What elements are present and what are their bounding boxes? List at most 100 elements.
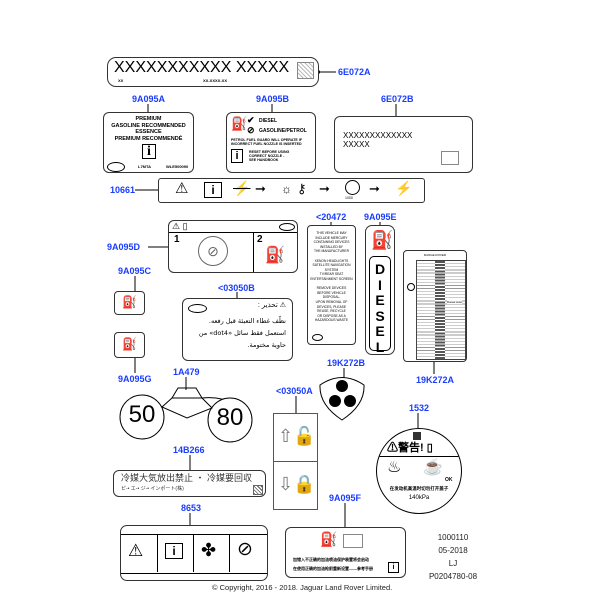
callout-6E072B[interactable]: 6E072B [381, 94, 414, 104]
text-line: TV/REAR SEAT [319, 272, 344, 277]
label-9A095D: ⚠ ▯ 1 ⊘ 2 ⛽ [168, 220, 298, 273]
callout-9A095F[interactable]: 9A095F [329, 493, 362, 503]
text-line: GASOLINE RECOMMENDED [111, 122, 186, 129]
callout-1532[interactable]: 1532 [409, 403, 430, 413]
text-line: OR DISPOSE AS A [317, 313, 346, 318]
callout-9A095B[interactable]: 9A095B [256, 94, 290, 104]
callout-1A479[interactable]: 1A479 [173, 367, 200, 377]
text-line: THE MANUFACTURER [314, 249, 349, 254]
handbook-icon: i [388, 562, 399, 573]
small-text: XX-XXXX-XX [203, 78, 228, 83]
prohibited-icon: ⊘ [247, 125, 255, 135]
petrol-text: GASOLINE/PETROL [259, 128, 307, 134]
warning-heading: ⚠ تحذير : [258, 301, 286, 310]
text-line: XENON HEADLIGHTS [314, 258, 349, 263]
no-battery-icon: ⚡ [233, 180, 251, 196]
fuel-pump-icon: ⛽ [265, 247, 285, 264]
callout-14B266[interactable]: 14B266 [173, 445, 205, 455]
text-line: PETROL FUEL GUARD WILL OPERATE IF [231, 138, 303, 142]
prohibited-icon: ⊘ [237, 539, 253, 560]
callout-9A095D[interactable]: 9A095D [107, 242, 141, 252]
ref-date: 05-2018 [438, 546, 468, 555]
warning-icon: ⚠ [175, 180, 189, 197]
label-9A095C: ⛽ [114, 291, 145, 315]
arrow-icon: ➞ [319, 181, 330, 196]
label-1532: ⚠警告! ▯ ♨ ☕ OK 在发动机高温时切勿打开盖子 140kPa [376, 428, 462, 514]
arrow-icon: ➞ [369, 181, 380, 196]
label-code-text: XXXXXXXXXXX XXXXX [114, 59, 290, 76]
dot [336, 380, 348, 392]
text-line: 冷媒大気放出禁止 ・ 冷媒要回収 [121, 473, 253, 483]
text-line: INCORRECT FUEL NOZZLE IS INSERTED [231, 142, 302, 146]
text-line: XXXXXXXXXXXXX [343, 131, 413, 140]
text-line: SEE HANDBOOK [249, 158, 279, 162]
callout-9A095E[interactable]: 9A095E [364, 212, 397, 222]
text-line: CORRECT NOZZLE - [249, 154, 285, 158]
hatched-box-icon [413, 432, 421, 440]
handbook-icon: i [231, 149, 243, 163]
label-9A095F: ⛽ 加错入不正确的加油喷油保护装置将会启动在使用正确的加油枪前重新设置——参考手… [285, 527, 406, 578]
text-line: 在使用正确的加油枪前重新设置——参考手册 [293, 566, 373, 571]
text-line: PREMIUM RECOMMENDÉ [114, 135, 183, 142]
text-line: حاوية مختومة. [247, 341, 286, 349]
text-line: HAZARDOUS WASTE [314, 318, 349, 323]
text-line: SYSTEM [324, 267, 339, 272]
text-line: RESET BEFORE USING [249, 150, 290, 154]
step-number: 2 [257, 234, 263, 245]
dot [329, 395, 341, 407]
ref-number: 1000110 [437, 533, 469, 542]
warning-icon: ⚠ [277, 302, 286, 309]
speed-limit-80: 80 [216, 404, 244, 431]
label-03050B: ⚠ تحذير : نظّف غطاء التعبئة قبل رفعه. است… [182, 298, 293, 361]
diesel-text: DIESEL [259, 118, 278, 124]
callout-03050B[interactable]: <03050B [218, 283, 255, 293]
copyright: © Copyright, 2016 - 2018. Jaguar Land Ro… [212, 583, 393, 592]
callout-20472[interactable]: <20472 [316, 212, 347, 222]
text-line: XXXXX [343, 140, 370, 149]
hot-coolant-icon: ♨ [387, 459, 402, 476]
text-line: ENTERTAINMENT SCREEN [310, 276, 353, 281]
handbook-icon: ▯ [423, 442, 433, 454]
callout-03050A[interactable]: <03050A [276, 386, 313, 396]
diesel-pump-icon: ⛽ [371, 230, 394, 250]
warning-text: 警告! [398, 442, 424, 454]
callout-19K272A[interactable]: 19K272A [416, 375, 455, 385]
lock-icon: ⇩🔒 [278, 474, 316, 494]
light-icon: ☼ [281, 182, 292, 196]
callout-9A095G[interactable]: 9A095G [118, 374, 152, 384]
handbook-icon: i [142, 144, 156, 159]
fuel-type-cell: Diesel Auto [447, 300, 463, 304]
text-line: BEFORE VEHICLE [317, 290, 346, 295]
land-rover-logo [188, 304, 207, 313]
callout-19K272B[interactable]: 19K272B [327, 358, 366, 368]
diesel-pump-icon: ⛽ [122, 337, 137, 351]
pressure-value: 140kPa [408, 495, 430, 501]
timer-value: 1000 [345, 196, 353, 200]
text-line: نظّف غطاء التعبئة قبل رفعه. [208, 317, 286, 325]
callout-8653[interactable]: 8653 [181, 503, 202, 513]
text-line: استعمل فقط سائل «dot4» من [198, 329, 286, 337]
callout-9A095A[interactable]: 9A095A [132, 94, 166, 104]
fan-icon: ✤ [201, 540, 217, 560]
hatched-box-icon [297, 62, 314, 79]
warning-chinese-text: 在发动机高温时切勿打开盖子 [389, 486, 449, 491]
text-line: THIS VEHICLE MAY [316, 231, 347, 235]
arrow-icon: ➞ [255, 181, 266, 196]
callout-10661[interactable]: 10661 [110, 185, 136, 195]
land-rover-logo [312, 334, 323, 341]
callout-6E072A[interactable]: 6E072A [338, 67, 371, 77]
e-mark-icon [407, 283, 415, 291]
spec-table: Diesel Auto [416, 260, 466, 360]
text-line: CONTAINING DEVICES [313, 240, 350, 245]
label-14B266: 冷媒大気放出禁止 ・ 冷媒要回収 ピ-• エ-• ジ-• インポート(株) [113, 470, 266, 497]
text-line: DEVICES, PLEASE [316, 304, 347, 309]
table-title: RANGE ROVER [423, 253, 447, 257]
text-line: REUSE, RECYCLE [317, 309, 346, 314]
text-line: REMOVE DEVICES [316, 286, 347, 291]
callout-9A095C[interactable]: 9A095C [118, 266, 152, 276]
